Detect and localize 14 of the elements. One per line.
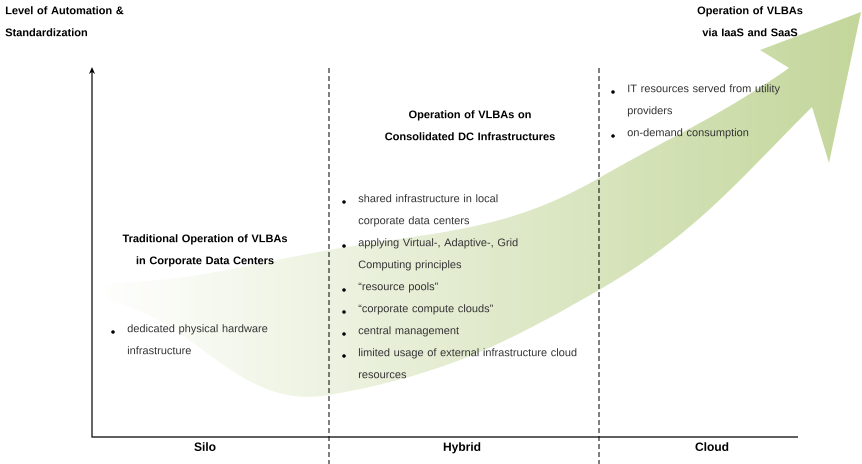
axis-category: Cloud	[696, 442, 728, 451]
bullet-text: central management	[358, 326, 459, 336]
column-heading: Operation of VLBAs via IaaS and SaaS	[698, 6, 802, 36]
axis-category: Hybrid	[444, 442, 480, 454]
axis-title: Level of Automation & Standardization	[6, 6, 124, 36]
bullet-text: dedicated physical hardware infrastructure	[128, 324, 268, 354]
bullet-text: “resource pools”	[358, 282, 438, 292]
column-heading: Traditional Operation of VLBAs in Corporate Data Centers	[122, 234, 288, 266]
bullet-text: on-demand consumption	[628, 128, 748, 138]
bullet-text: “corporate compute clouds”	[358, 304, 493, 314]
bullet-text: applying Virtual-, Adaptive-, Grid Computing principles	[358, 238, 518, 270]
bullet-text: limited usage of external infrastructure cloud resources	[358, 348, 576, 378]
axis-category: Silo	[194, 442, 216, 451]
column-heading: Operation of VLBAs on Consolidated DC Infrastructures	[385, 110, 555, 140]
